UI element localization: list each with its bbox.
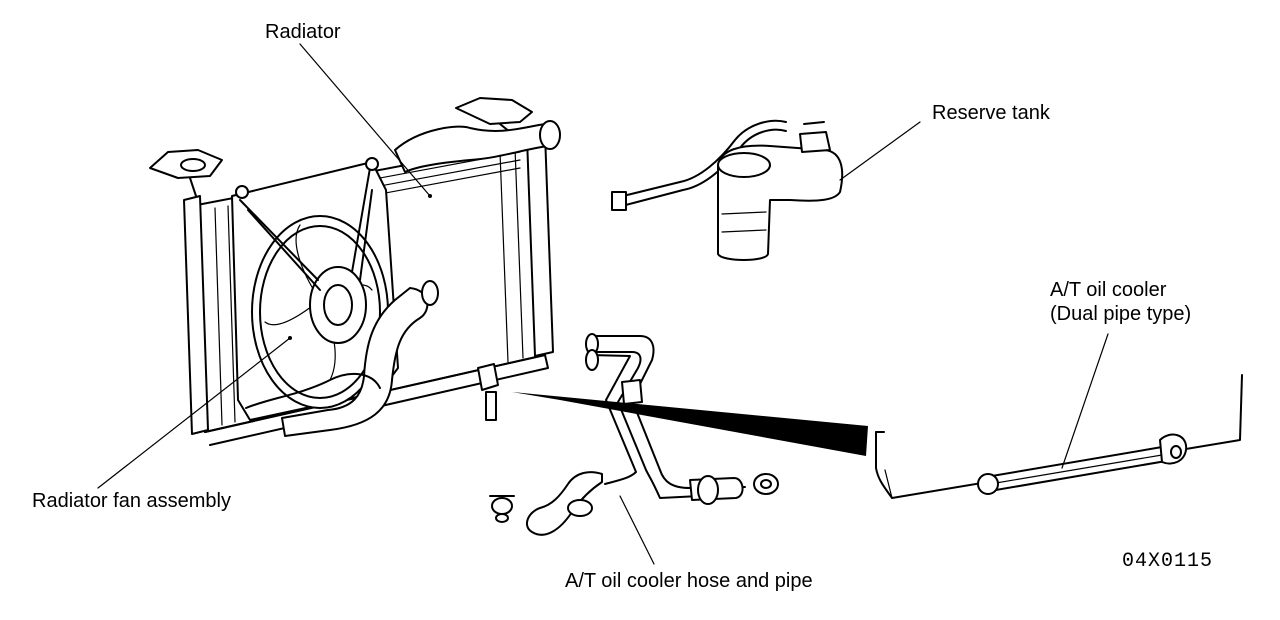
label-radiator-fan-assembly: Radiator fan assembly — [32, 490, 231, 512]
leader-lines — [97, 43, 1109, 565]
leader-oil-cooler — [1061, 333, 1109, 469]
reserve-tank-illustration — [611, 119, 844, 261]
label-oil-cooler-line1: A/T oil cooler — [1050, 279, 1167, 301]
exploded-view-guide-lines — [512, 392, 868, 456]
leader-reserve-tank — [839, 121, 921, 181]
transaxle-and-oil-cooler-illustration — [875, 374, 1243, 499]
label-oil-cooler-hose-and-pipe: A/T oil cooler hose and pipe — [565, 570, 813, 592]
leader-fan-assembly — [97, 337, 291, 489]
oil-cooler-hose-and-pipe-illustration — [489, 333, 779, 536]
figure-code: 04X0115 — [1122, 550, 1214, 573]
label-radiator: Radiator — [265, 21, 341, 43]
label-reserve-tank: Reserve tank — [932, 102, 1050, 124]
leader-hose-and-pipe — [619, 495, 655, 565]
leader-radiator — [299, 43, 431, 197]
label-oil-cooler-line2: (Dual pipe type) — [1050, 303, 1192, 325]
radiator-fan-assembly-illustration — [231, 157, 439, 437]
